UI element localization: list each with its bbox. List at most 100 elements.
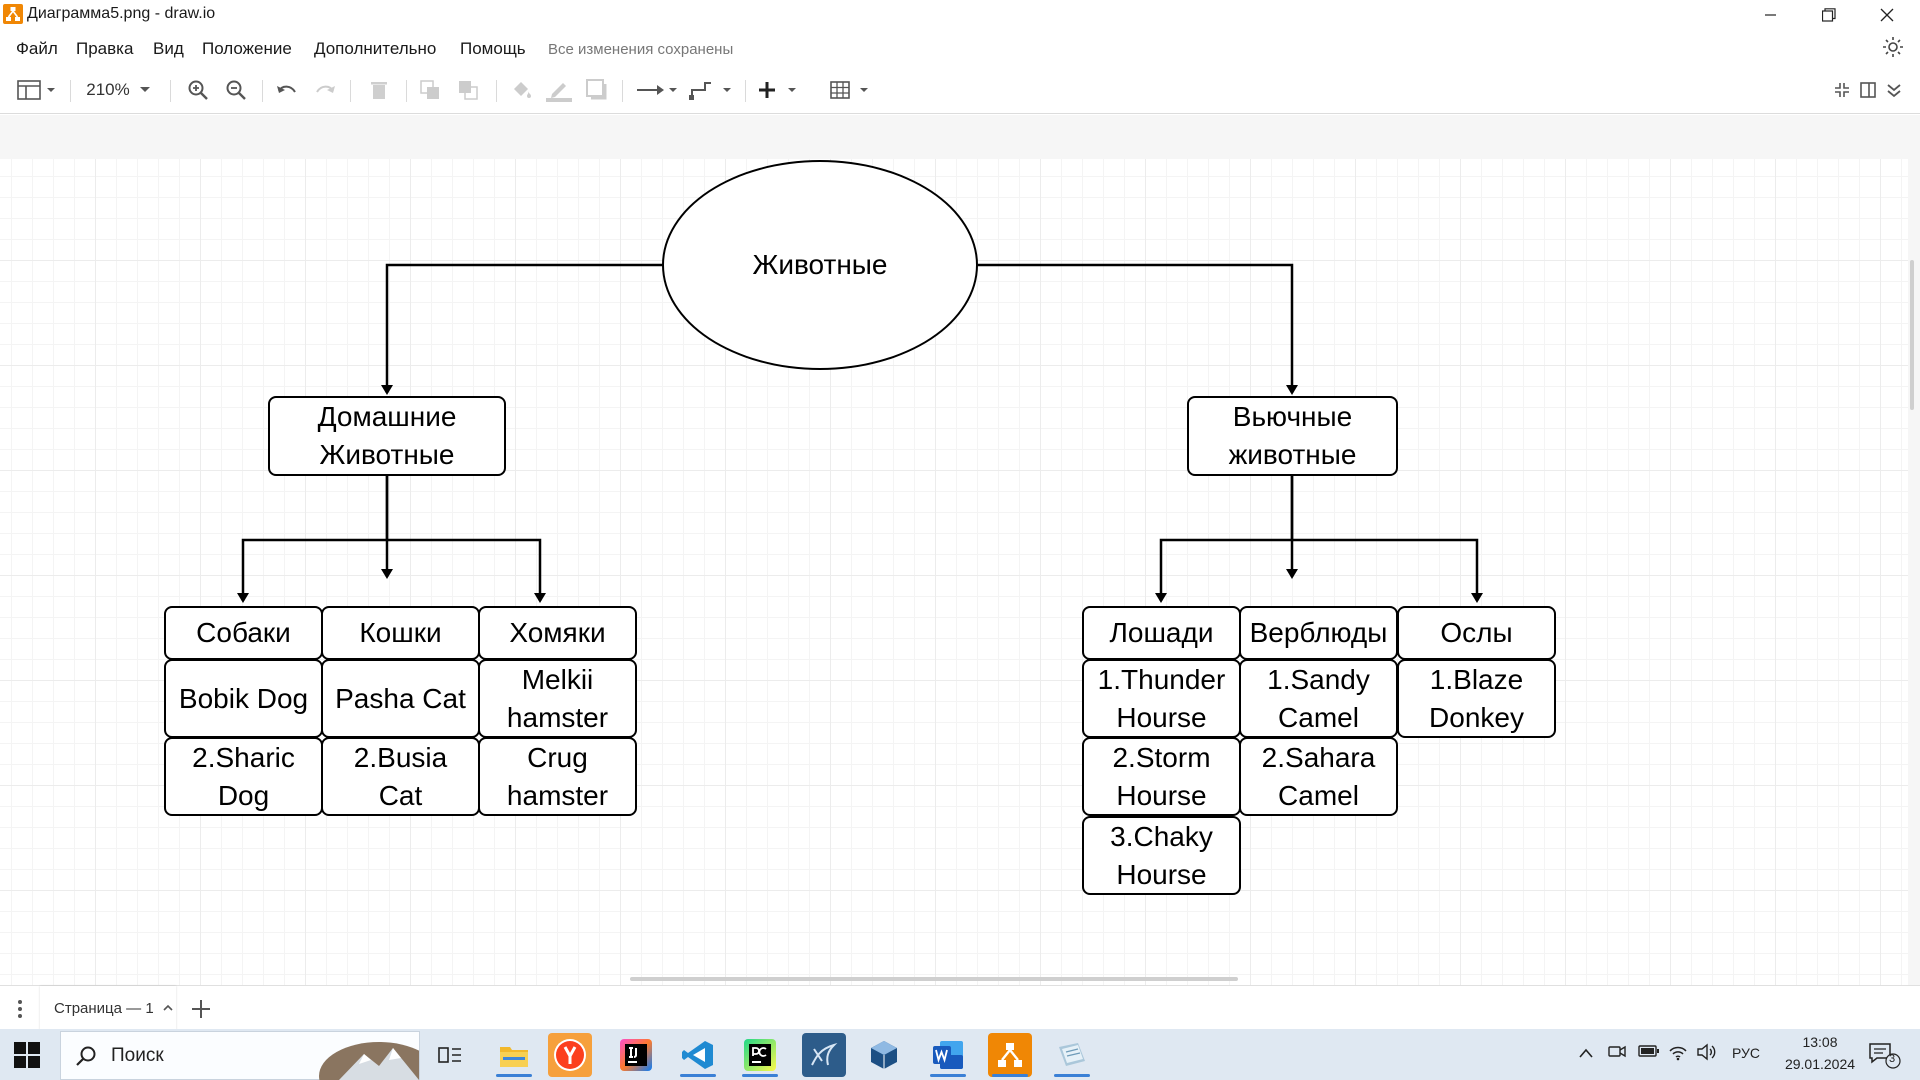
taskbar-yandex-browser[interactable] — [548, 1033, 592, 1077]
mysql-workbench-icon — [811, 1042, 838, 1066]
menu-help[interactable]: Помощь — [460, 39, 526, 58]
title-bar: Диаграмма5.png - draw.io — [0, 0, 1920, 30]
collapse-toolbar-button[interactable] — [1882, 66, 1906, 114]
zoom-value: 210% — [86, 80, 130, 99]
battery-icon — [1638, 1045, 1659, 1057]
menu-file[interactable]: Файл — [16, 39, 58, 58]
tray-overflow-button[interactable] — [1578, 1046, 1594, 1064]
zoom-out-button[interactable] — [221, 66, 251, 114]
node-item[interactable]: 2.Busia Cat — [321, 737, 480, 816]
volume-icon — [1697, 1043, 1716, 1061]
add-page-button[interactable] — [189, 997, 213, 1021]
node-item[interactable]: 1.Thunder Hourse — [1082, 659, 1241, 738]
menu-arrange[interactable]: Положение — [202, 39, 292, 58]
taskbar-word[interactable] — [926, 1033, 970, 1077]
tab-page-1[interactable]: Страница — 1 — [40, 986, 176, 1030]
menu-edit[interactable]: Правка — [76, 39, 134, 58]
undo-button[interactable] — [272, 66, 302, 114]
node-item[interactable]: Pasha Cat — [321, 659, 480, 738]
taskbar-vscode[interactable] — [676, 1033, 720, 1077]
task-view-button[interactable] — [428, 1033, 472, 1077]
sidebar-toggle-button[interactable] — [14, 66, 60, 114]
taskbar-intellij[interactable] — [614, 1033, 658, 1077]
node-root[interactable]: Животные — [662, 160, 978, 370]
tray-volume-button[interactable] — [1696, 1043, 1718, 1066]
delete-button[interactable] — [364, 66, 394, 114]
tray-network-button[interactable] — [1668, 1043, 1688, 1066]
format-panel-button[interactable] — [1856, 66, 1880, 114]
search-highlight-image-icon — [319, 1042, 419, 1080]
taskbar-notepad[interactable] — [1050, 1033, 1094, 1077]
chevron-up-icon[interactable] — [162, 1003, 174, 1013]
shadow-button[interactable] — [582, 66, 612, 114]
node-category-hamsters[interactable]: Хомяки — [478, 606, 637, 660]
yandex-browser-icon — [554, 1039, 586, 1071]
notification-count: 3 — [1889, 1053, 1896, 1065]
insert-button[interactable] — [756, 66, 802, 114]
search-placeholder: Поиск — [111, 1045, 164, 1066]
taskbar-pycharm[interactable] — [738, 1033, 782, 1077]
node-group-pack[interactable]: Вьючные животные — [1187, 396, 1398, 476]
node-item[interactable]: 2.Sahara Camel — [1239, 737, 1398, 816]
virtualbox-icon — [871, 1041, 897, 1069]
node-item[interactable]: Crug hamster — [478, 737, 637, 816]
minimize-button[interactable] — [1742, 0, 1800, 30]
tray-date[interactable]: 29.01.2024 — [1784, 1056, 1856, 1072]
node-category-dogs[interactable]: Собаки — [164, 606, 323, 660]
node-item[interactable]: 1.Sandy Camel — [1239, 659, 1398, 738]
close-icon — [1880, 8, 1894, 22]
line-color-button[interactable] — [544, 66, 574, 114]
taskbar-file-explorer[interactable] — [492, 1033, 536, 1077]
sidebar-toggle-icon — [17, 80, 55, 100]
fill-color-button[interactable] — [506, 66, 536, 114]
zoom-in-icon — [188, 80, 208, 100]
to-back-button[interactable] — [454, 66, 484, 114]
node-category-camels[interactable]: Верблюды — [1239, 606, 1398, 660]
table-button[interactable] — [828, 66, 874, 114]
node-item[interactable]: Melkii hamster — [478, 659, 637, 738]
tray-battery-button[interactable] — [1638, 1044, 1660, 1063]
notification-center-button[interactable]: 3 — [1868, 1041, 1902, 1069]
taskbar-mysql-workbench[interactable] — [802, 1033, 846, 1077]
windows-taskbar: Поиск — [0, 1029, 1920, 1080]
to-back-icon — [459, 81, 478, 100]
node-category-cats[interactable]: Кошки — [321, 606, 480, 660]
more-vertical-icon — [18, 1000, 22, 1018]
plus-icon — [192, 1000, 210, 1018]
taskbar-drawio[interactable] — [988, 1033, 1032, 1077]
word-icon — [933, 1041, 963, 1069]
drawio-icon — [998, 1043, 1022, 1067]
page-tab-label: Страница — 1 — [54, 999, 154, 1017]
node-category-donkeys[interactable]: Ослы — [1397, 606, 1556, 660]
taskbar-search[interactable]: Поиск — [60, 1031, 420, 1080]
tray-language[interactable]: РУС — [1732, 1045, 1761, 1061]
connection-style-button[interactable] — [634, 66, 680, 114]
restore-icon — [1822, 8, 1836, 22]
redo-button[interactable] — [310, 66, 340, 114]
node-item[interactable]: 1.Blaze Donkey — [1397, 659, 1556, 738]
tray-meet-button[interactable] — [1608, 1043, 1626, 1066]
pages-menu-button[interactable] — [12, 998, 28, 1020]
waypoints-button[interactable] — [688, 66, 734, 114]
node-item[interactable]: 2.Storm Hourse — [1082, 737, 1241, 816]
node-item[interactable]: 3.Chaky Hourse — [1082, 816, 1241, 895]
chevron-down-icon — [139, 87, 150, 92]
node-category-horses[interactable]: Лошади — [1082, 606, 1241, 660]
tray-time[interactable]: 13:08 — [1802, 1034, 1838, 1050]
vertical-scrollbar[interactable] — [1910, 260, 1914, 410]
theme-sun-icon[interactable] — [1882, 36, 1904, 58]
node-group-domestic[interactable]: Домашние Животные — [268, 396, 506, 476]
restore-button[interactable] — [1800, 0, 1858, 30]
fullscreen-button[interactable] — [1830, 66, 1854, 114]
taskbar-virtualbox[interactable] — [862, 1033, 906, 1077]
to-front-button[interactable] — [416, 66, 446, 114]
horizontal-scrollbar[interactable] — [630, 977, 1238, 981]
close-button[interactable] — [1858, 0, 1916, 30]
zoom-in-button[interactable] — [183, 66, 213, 114]
menu-view[interactable]: Вид — [153, 39, 184, 58]
node-item[interactable]: 2.Sharic Dog — [164, 737, 323, 816]
start-button[interactable] — [14, 1042, 40, 1068]
node-item[interactable]: Bobik Dog — [164, 659, 323, 738]
menu-extras[interactable]: Дополнительно — [314, 39, 437, 58]
zoom-dropdown[interactable]: 210% — [80, 66, 160, 114]
